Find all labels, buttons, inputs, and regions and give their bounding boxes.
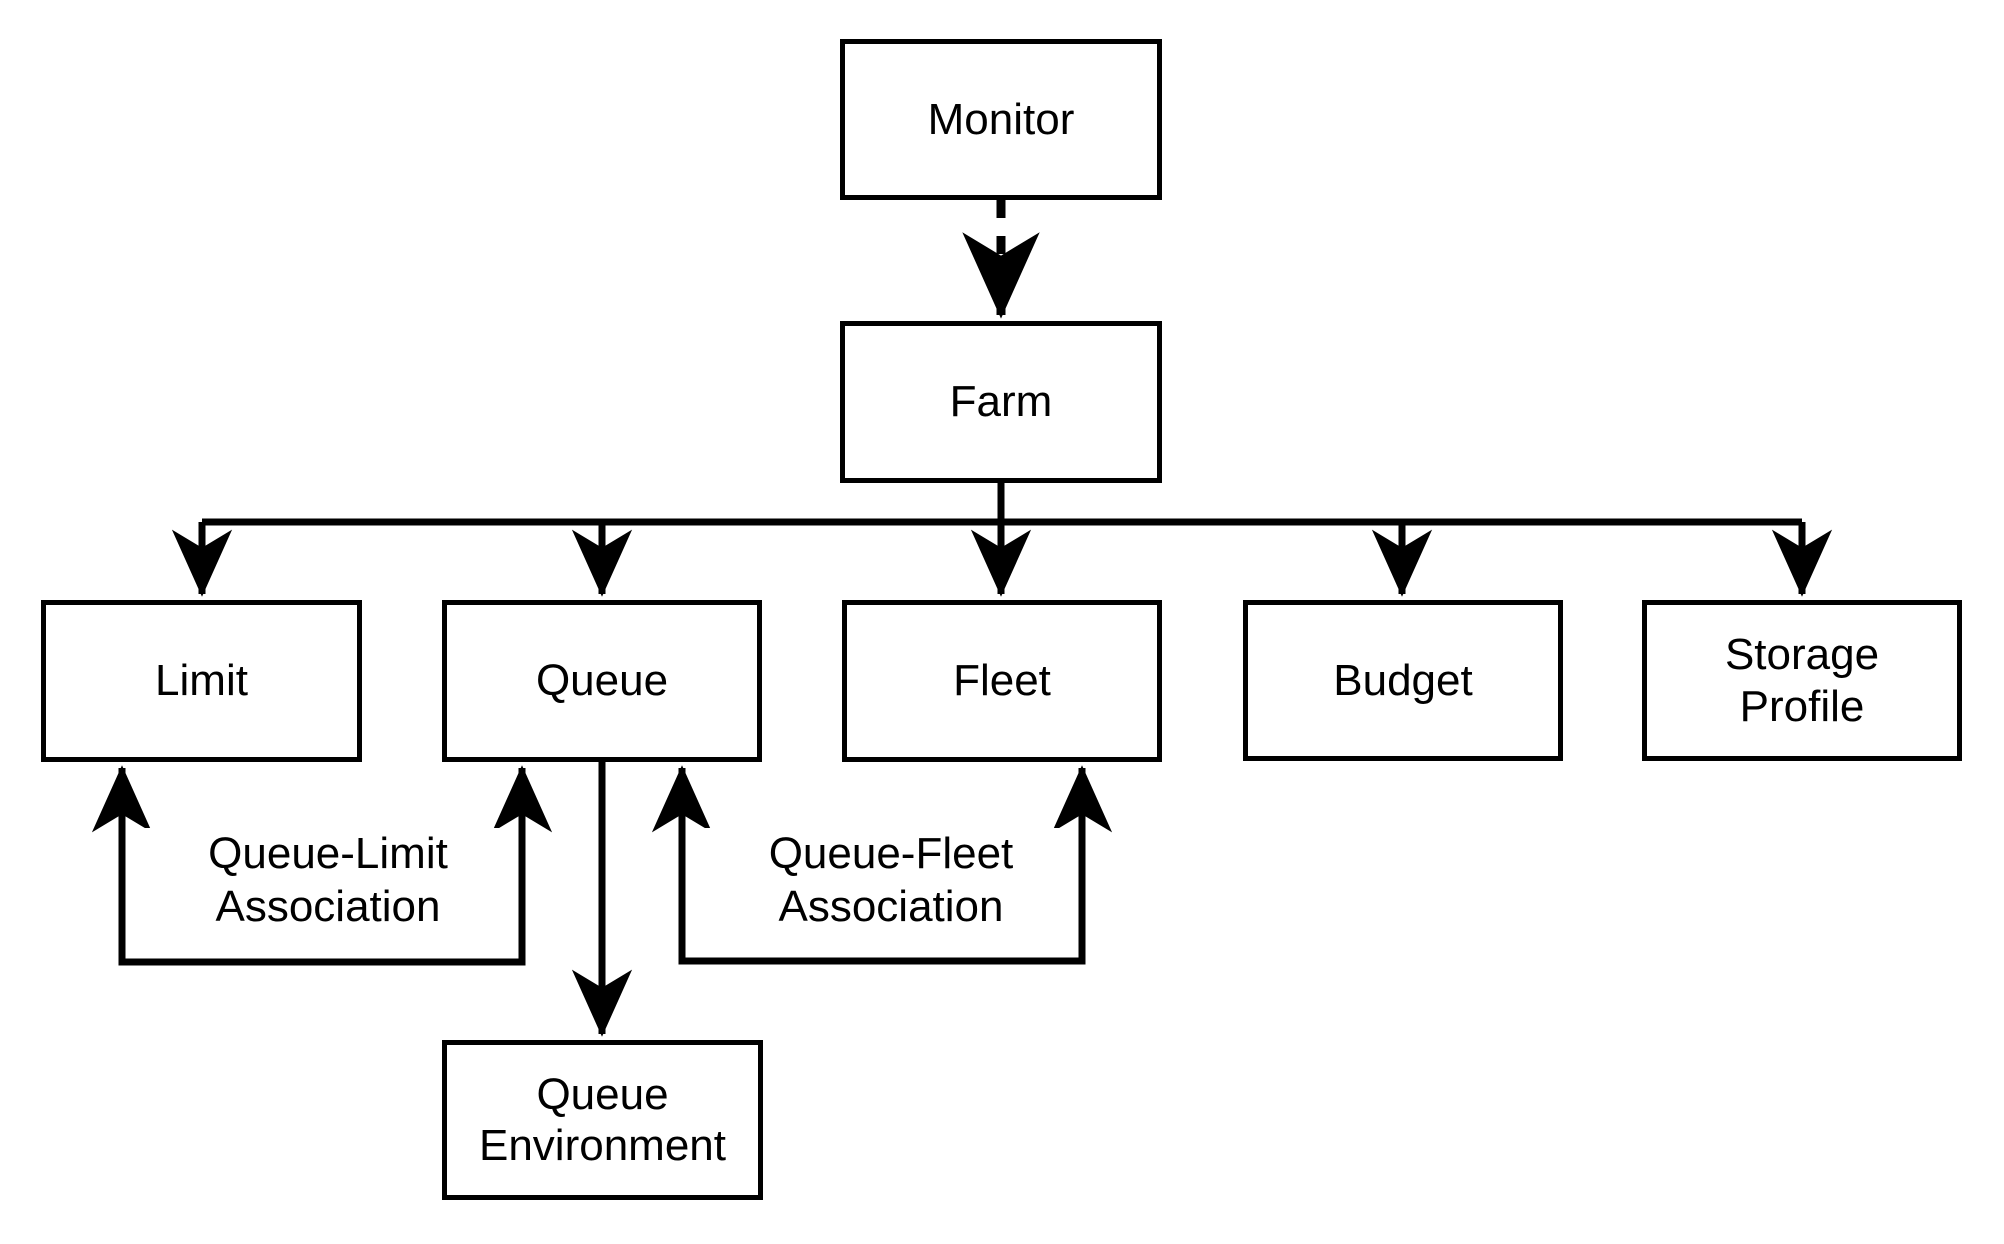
node-limit[interactable]: Limit — [41, 600, 362, 762]
edge-farm-fanout — [171, 483, 1833, 597]
node-queue-environment-label: Queue Environment — [478, 1069, 726, 1170]
node-monitor[interactable]: Monitor — [840, 39, 1162, 200]
node-storage-profile[interactable]: Storage Profile — [1642, 600, 1962, 761]
edge-queue-fleet-association — [651, 765, 1113, 965]
node-queue-label: Queue — [535, 656, 669, 706]
node-storage-profile-label: Storage Profile — [1724, 630, 1880, 731]
node-queue-environment[interactable]: Queue Environment — [442, 1040, 763, 1200]
node-farm[interactable]: Farm — [840, 321, 1162, 483]
node-budget-label: Budget — [1333, 655, 1473, 705]
edge-label-queue-fleet-association: Queue-Fleet Association — [705, 828, 1077, 934]
node-fleet[interactable]: Fleet — [842, 600, 1162, 762]
edge-queue-limit-association — [91, 765, 553, 966]
node-queue[interactable]: Queue — [442, 600, 762, 762]
node-limit-label: Limit — [155, 656, 248, 706]
node-farm-label: Farm — [949, 377, 1053, 427]
edge-label-queue-limit-association: Queue-Limit Association — [142, 828, 514, 934]
node-monitor-label: Monitor — [927, 94, 1075, 144]
node-fleet-label: Fleet — [953, 656, 1051, 706]
node-budget[interactable]: Budget — [1243, 600, 1563, 761]
